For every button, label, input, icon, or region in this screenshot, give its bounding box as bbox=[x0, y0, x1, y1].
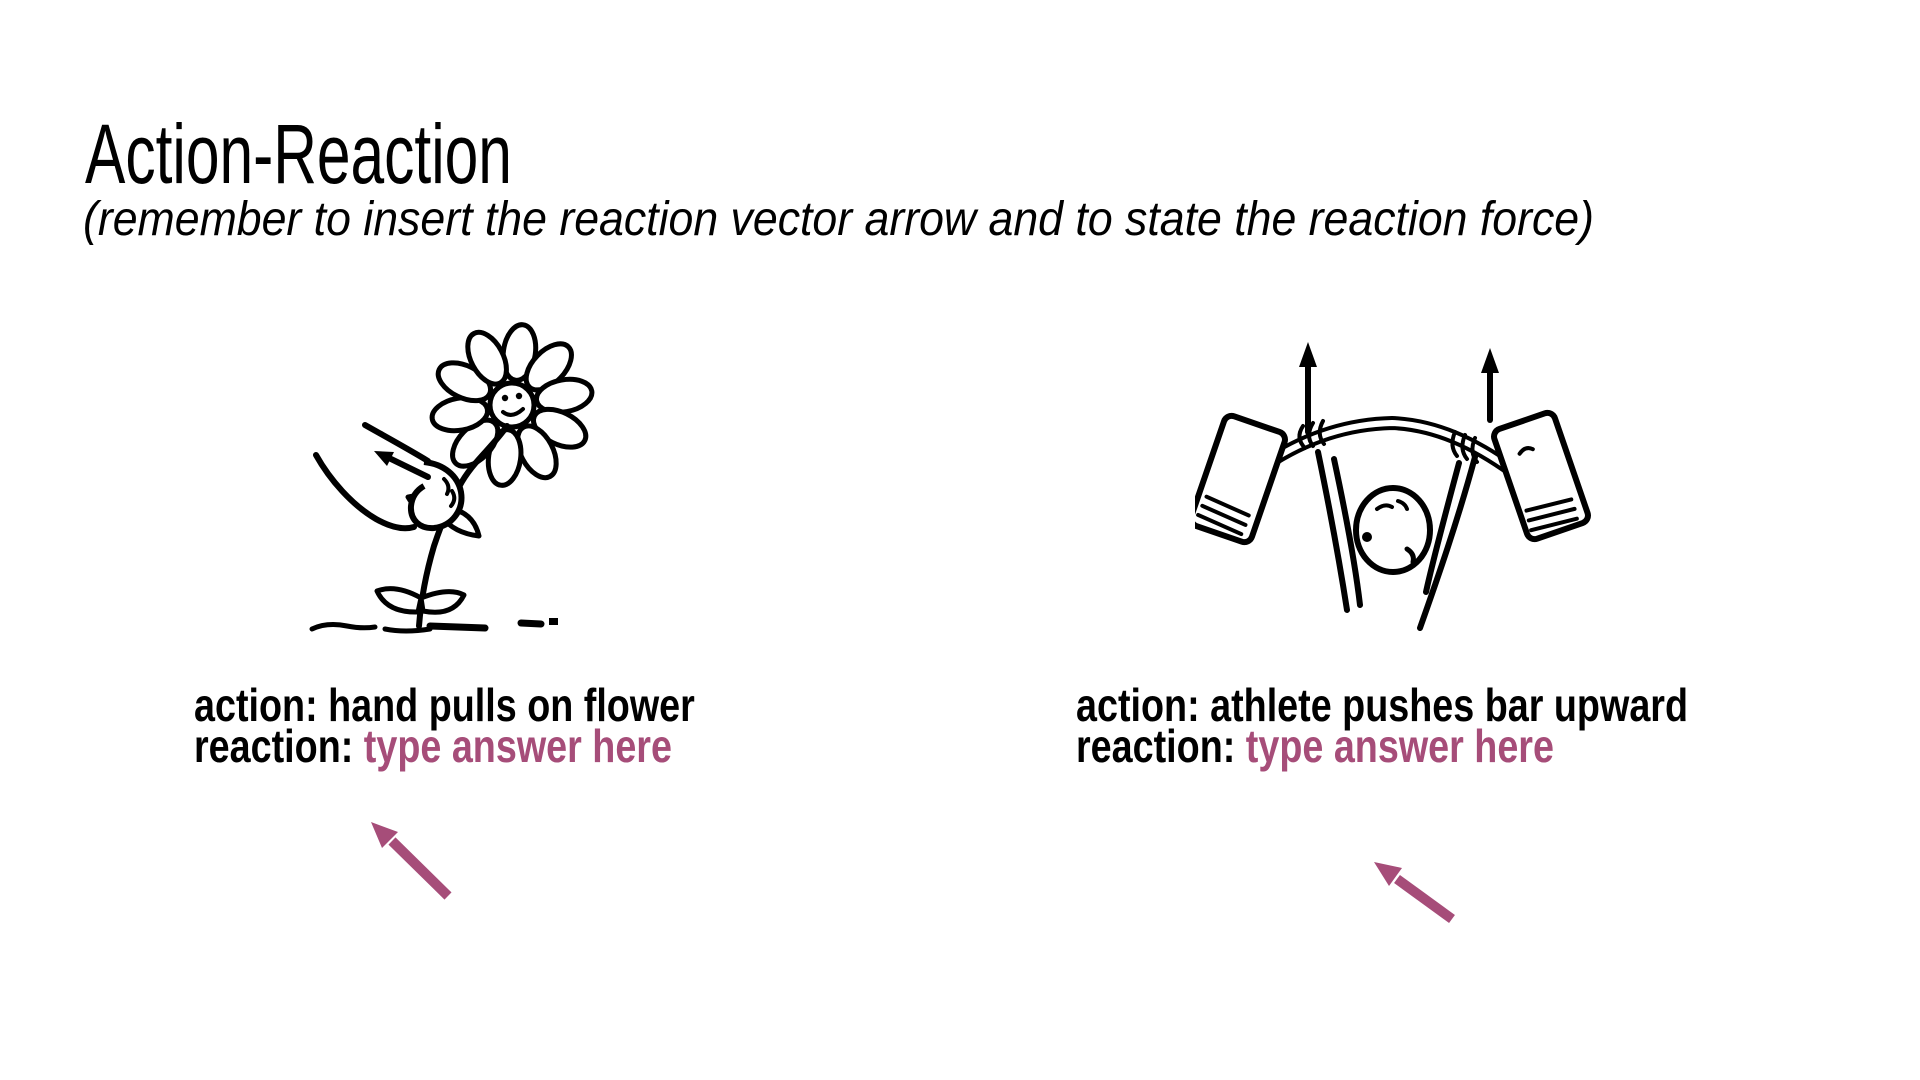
reaction-line: reaction: type answer here bbox=[1076, 723, 1688, 769]
action-statement: action: hand pulls on flower bbox=[194, 679, 695, 731]
action-statement: action: athlete pushes bar upward bbox=[1076, 679, 1689, 731]
page-title: Action-Reaction bbox=[85, 107, 512, 201]
reaction-answer-placeholder[interactable]: type answer here bbox=[363, 720, 672, 772]
athlete-caption: action: athlete pushes bar upward reacti… bbox=[1076, 679, 1689, 769]
reaction-answer-placeholder[interactable]: type answer here bbox=[1245, 720, 1554, 772]
reaction-label: reaction: bbox=[1076, 720, 1246, 772]
reaction-line: reaction: type answer here bbox=[194, 723, 695, 769]
reaction-label: reaction: bbox=[194, 720, 364, 772]
reaction-vector-arrow-right[interactable] bbox=[1363, 848, 1463, 930]
reaction-vector-arrow-left[interactable] bbox=[360, 808, 460, 905]
flower-caption: action: hand pulls on flower reaction: t… bbox=[194, 679, 695, 769]
hand-pulls-flower-image bbox=[309, 322, 595, 634]
slide-subtitle: (remember to insert the reaction vector … bbox=[83, 193, 1595, 246]
athlete-presses-barbell-image bbox=[1195, 342, 1591, 631]
